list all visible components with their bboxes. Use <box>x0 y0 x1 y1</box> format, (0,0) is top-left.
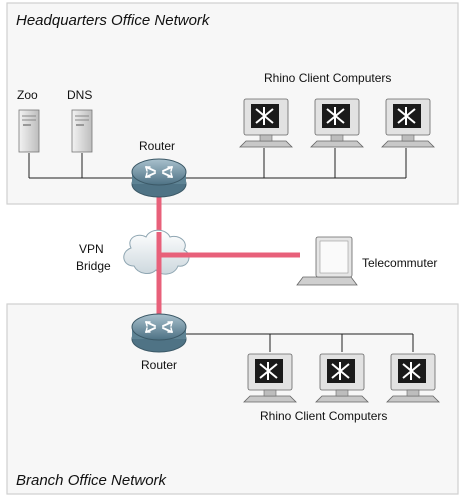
server-dns-icon <box>71 109 93 153</box>
telecommuter-label: Telecommuter <box>362 256 437 270</box>
hq-clients-label: Rhino Client Computers <box>264 71 391 85</box>
vpn-cloud-icon <box>123 229 190 275</box>
hq-router-label: Router <box>139 139 175 153</box>
branch-router-label: Router <box>141 358 177 372</box>
server-zoo-icon <box>18 109 40 153</box>
branch-panel <box>6 303 459 495</box>
hq-lan-cable <box>28 148 407 179</box>
headquarters-title: Headquarters Office Network <box>16 12 211 29</box>
server-label-dns: DNS <box>67 88 92 102</box>
branch-title: Branch Office Network <box>16 472 168 489</box>
hq-router-icon <box>131 158 187 198</box>
vpn-label-line1: VPN <box>79 242 104 256</box>
branch-clients-label: Rhino Client Computers <box>260 409 387 423</box>
branch-lan-cable <box>185 333 414 352</box>
vpn-label-line2: Bridge <box>76 259 111 273</box>
server-label-zoo: Zoo <box>17 88 38 102</box>
branch-router-icon <box>131 313 187 353</box>
laptop-icon <box>296 236 358 286</box>
